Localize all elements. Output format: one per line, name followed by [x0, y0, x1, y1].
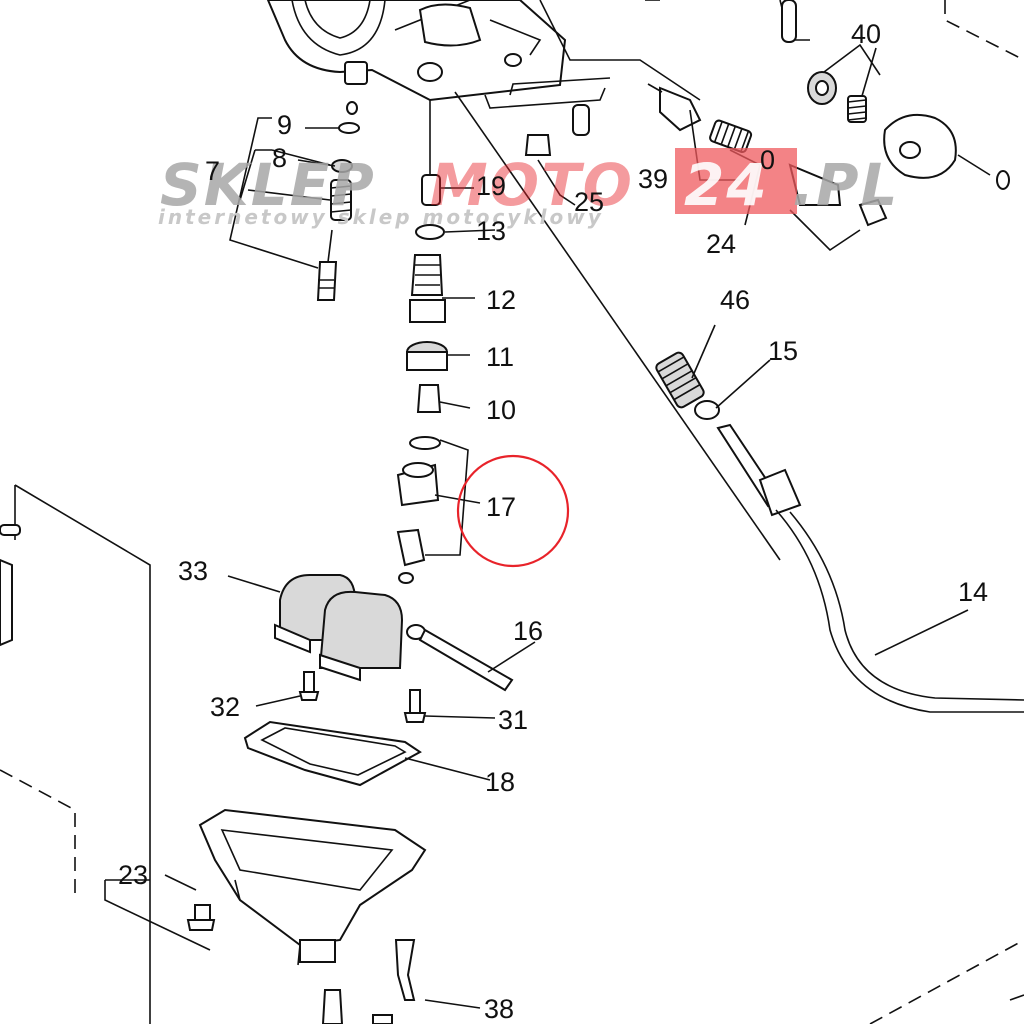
label-23: 23 — [118, 860, 148, 890]
label-25: 25 — [574, 187, 604, 217]
label-15: 15 — [768, 336, 798, 366]
label-12: 12 — [486, 285, 516, 315]
part-40-group — [807, 43, 881, 123]
label-14: 14 — [958, 577, 988, 607]
label-0: 0 — [760, 145, 775, 175]
leader-lines — [164, 47, 969, 1009]
watermark-24-box — [675, 148, 797, 214]
label-33: 33 — [178, 556, 208, 586]
parts-7-8-9 — [229, 117, 360, 301]
part-25 — [524, 104, 590, 206]
label-40: 40 — [851, 19, 881, 49]
part-labels: 40 9 8 7 19 25 39 0 24 13 12 11 10 46 15… — [118, 19, 988, 1024]
float-bowl — [186, 808, 427, 1024]
label-7: 7 — [205, 156, 220, 186]
label-18: 18 — [485, 767, 515, 797]
label-16: 16 — [513, 616, 543, 646]
screws-31-32 — [298, 671, 427, 723]
label-17: 17 — [486, 492, 516, 522]
label-32: 32 — [210, 692, 240, 722]
label-8: 8 — [272, 143, 287, 173]
label-46: 46 — [720, 285, 750, 315]
label-9: 9 — [277, 110, 292, 140]
watermark-sklep: SKLEP — [160, 151, 376, 219]
part-33-float — [274, 574, 514, 692]
label-10: 10 — [486, 395, 516, 425]
watermark-tagline: internetowy sklep motocyklowy — [158, 205, 604, 229]
watermark-24: 24 — [684, 151, 769, 219]
watermark-pl: .PL — [792, 151, 900, 219]
gasket-18 — [243, 720, 422, 787]
label-19: 19 — [476, 171, 506, 201]
jet-stack — [396, 100, 469, 584]
watermark-moto: MOTO — [430, 151, 634, 219]
watermark: SKLEP MOTO 24 .PL internetowy sklep moto… — [158, 148, 900, 229]
throttle-cable — [655, 351, 1024, 713]
label-13: 13 — [476, 216, 506, 246]
label-11: 11 — [486, 342, 514, 372]
carburetor-body — [266, 0, 567, 115]
label-38: 38 — [484, 994, 514, 1024]
highlight-circle-part-17 — [456, 454, 570, 568]
label-24: 24 — [706, 229, 736, 259]
plunger-cap — [883, 114, 1010, 190]
label-39: 39 — [638, 164, 668, 194]
label-31: 31 — [498, 705, 528, 735]
